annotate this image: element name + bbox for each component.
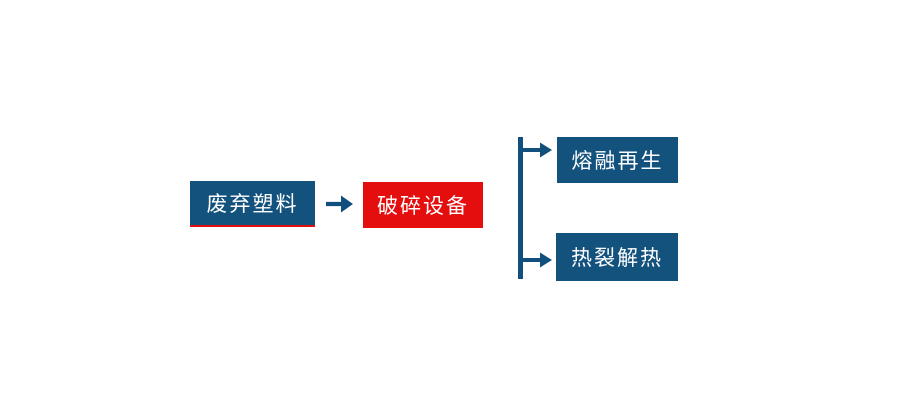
node-waste-plastic: 废弃塑料: [190, 181, 315, 227]
arrow-right-icon: [326, 195, 353, 213]
node-thermal-pyrolysis: 热裂解热: [556, 233, 678, 281]
node-crushing-equipment: 破碎设备: [363, 182, 483, 228]
branch-connector-arrows-icon: [518, 137, 552, 279]
node-melt-regeneration: 熔融再生: [557, 137, 678, 183]
